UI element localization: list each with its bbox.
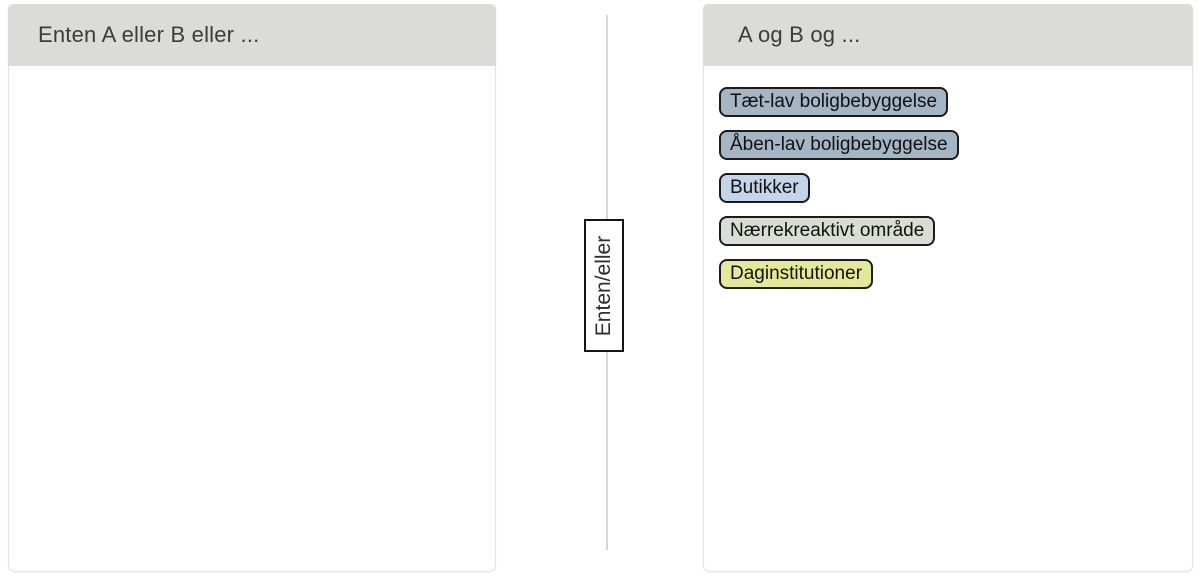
category-chip[interactable]: Åben-lav boligbebyggelse [719, 130, 959, 160]
and-panel-title: A og B og ... [738, 22, 861, 47]
either-or-panel-title: Enten A eller B eller ... [38, 22, 260, 47]
either-or-panel-header: Enten A eller B eller ... [8, 4, 496, 66]
either-or-dropzone[interactable] [8, 66, 496, 572]
and-panel-header: A og B og ... [703, 4, 1193, 66]
category-chip[interactable]: Tæt-lav boligbebyggelse [719, 87, 949, 117]
divider-label: Enten/eller [592, 235, 615, 336]
category-chip[interactable]: Nærrekreaktivt område [719, 216, 936, 246]
either-or-panel: Enten A eller B eller ... [8, 4, 496, 572]
divider-label-box: Enten/eller [584, 219, 624, 352]
category-chip[interactable]: Butikker [719, 173, 810, 203]
category-chip[interactable]: Daginstitutioner [719, 259, 874, 289]
